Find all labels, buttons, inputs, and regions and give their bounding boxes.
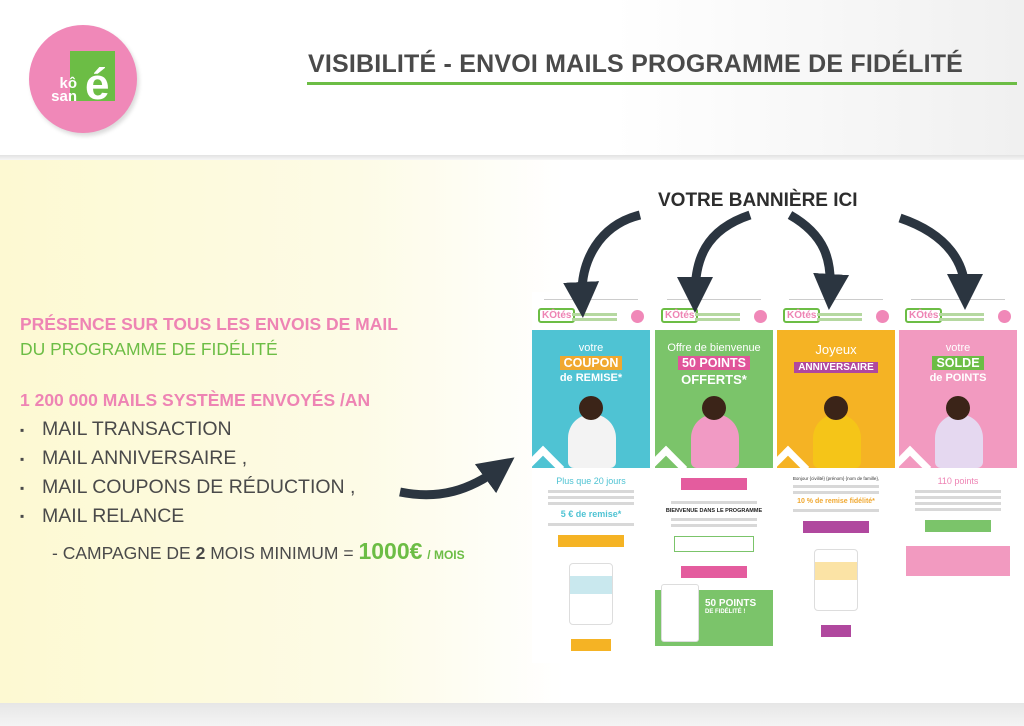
program-subheading: DU PROGRAMME DE FIDÉLITÉ [20,339,278,359]
mail-preview-coupon: KÔtés votre COUPON de REMISE* Plus que 2… [532,292,650,663]
person-photo [691,414,739,468]
presence-heading: PRÉSENCE SUR TOUS LES ENVOIS DE MAIL [20,314,398,334]
list-item: ▪MAIL COUPONS DE RÉDUCTION , [20,473,465,502]
coupon-button[interactable] [558,535,624,547]
title-underline [307,82,1017,85]
mail-preview-points: KÔtés votre SOLDE de POINTS 110 points [899,292,1017,588]
person-photo [935,414,983,468]
install-card-button[interactable] [925,520,991,532]
divider [0,155,1024,160]
mail-preview-birthday: KÔtés Joyeux ANNIVERSAIRE Bonjour {civil… [777,292,895,649]
list-item: ▪MAIL RELANCE [20,502,465,531]
bullet-icon: ▪ [20,422,25,437]
person-photo [568,414,616,468]
banner-hero: votre COUPON de REMISE* [532,330,650,468]
description: PRÉSENCE SUR TOUS LES ENVOIS DE MAIL DU … [20,314,465,565]
brand-logo: KÔtés [538,308,576,323]
list-item: ▪MAIL TRANSACTION [20,415,465,444]
person-photo [813,414,861,468]
brand-logo: KÔtés [905,308,943,323]
banner-hero: Offre de bienvenue 50 POINTS OFFERTS* [655,330,773,468]
mail-preview-welcome: KÔtés Offre de bienvenue 50 POINTS OFFER… [655,292,773,654]
loyalty-card-icon [569,563,613,625]
mail-count-stat: 1 200 000 MAILS SYSTÈME ENVOYÉS /AN [20,390,371,410]
install-help-button[interactable] [906,546,1010,576]
bullet-icon: ▪ [20,480,25,495]
help-button[interactable] [571,639,611,651]
kosante-badge-icon [998,310,1011,323]
list-item: ▪MAIL ANNIVERSAIRE , [20,444,465,473]
banner-hero: Joyeux ANNIVERSAIRE [777,330,895,468]
footer-band [0,703,1024,726]
kosante-badge-icon [631,310,644,323]
brand-logo: KÔtés [661,308,699,323]
install-card-button[interactable] [803,521,869,533]
kosante-badge-icon [754,310,767,323]
banner-hero: votre SOLDE de POINTS [899,330,1017,468]
page-title: VISIBILITÉ - ENVOI MAILS PROGRAMME DE FI… [308,50,964,78]
mail-types-list: ▪MAIL TRANSACTION ▪MAIL ANNIVERSAIRE , ▪… [20,415,465,530]
banner-label: VOTRE BANNIÈRE ICI [658,190,858,211]
loyalty-card-icon [814,549,858,611]
bullet-icon: ▪ [20,451,25,466]
campaign-pricing: - CAMPAGNE DE 2 MOIS MINIMUM = 1000€ / M… [52,538,465,565]
kosante-badge-icon [876,310,889,323]
bullet-icon: ▪ [20,509,25,524]
install-card-button[interactable] [681,566,747,578]
install-card-button[interactable] [681,478,747,490]
help-button[interactable] [821,625,851,637]
install-help-button[interactable] [674,536,754,552]
price: 1000€ [358,538,423,565]
brand-logo: KÔtés [783,308,821,323]
